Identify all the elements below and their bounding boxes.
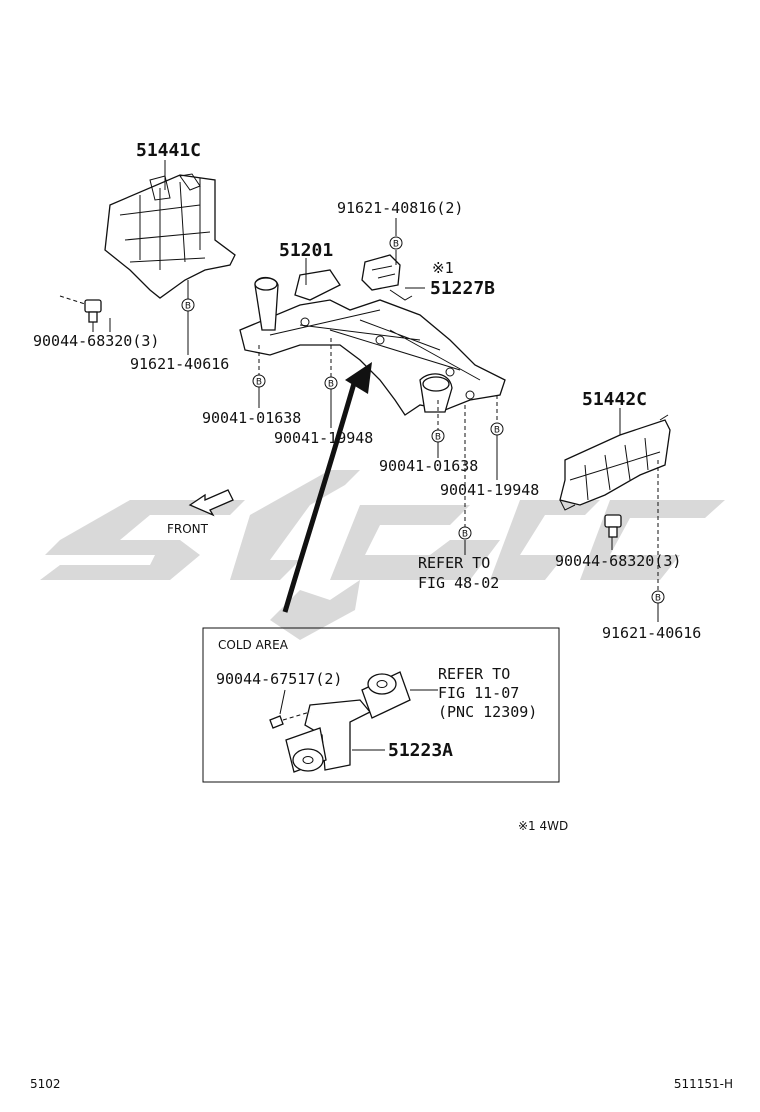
footer-page-number: 5102 (30, 1077, 61, 1091)
label-refer2-line1: REFER TO (438, 665, 510, 683)
footer-figure-code: 511151-H (674, 1077, 733, 1091)
front-arrow-icon (188, 489, 234, 517)
label-91621-40816: 91621-40816(2) (337, 199, 463, 217)
label-91621-40616-left: 91621-40616 (130, 355, 229, 373)
bolt-markers: B B B B B B B B (181, 236, 665, 604)
label-51442c: 51442C (582, 389, 647, 410)
bolt-marker-1: B (393, 240, 399, 250)
clip-bolt-right (604, 514, 622, 538)
leader-lines (109, 160, 659, 622)
bolt-marker-7: B (462, 530, 468, 540)
bolt-marker-5: B (435, 433, 441, 443)
label-refer2-line3: (PNC 12309) (438, 703, 537, 721)
cold-area-inset: COLD AREA 90044-67517(2) REFER TO FIG 11… (202, 627, 560, 783)
bolt-marker-2: B (185, 302, 191, 312)
bolt-marker-8: B (655, 594, 661, 604)
sensor-bracket (361, 254, 413, 301)
label-51201: 51201 (279, 240, 333, 261)
label-90044-68320-right: 90044-68320(3) (555, 552, 681, 570)
bolt-marker-6: B (494, 426, 500, 436)
bolt-marker-3: B (256, 378, 262, 388)
label-90041-19948-right: 90041-19948 (440, 481, 539, 499)
label-90044-67517: 90044-67517(2) (216, 670, 342, 688)
label-90041-19948-left: 90041-19948 (274, 429, 373, 447)
bolt-marker-4: B (328, 380, 334, 390)
label-note-mark: ※1 (432, 259, 454, 277)
label-front: FRONT (167, 522, 209, 536)
label-51441c: 51441C (136, 140, 201, 161)
label-90041-01638-left: 90041-01638 (202, 409, 301, 427)
label-refer2-line2: FIG 11-07 (438, 684, 519, 702)
label-90041-01638-right: 90041-01638 (379, 457, 478, 475)
reference-arrow (282, 362, 372, 613)
label-91621-40616-right: 91621-40616 (602, 624, 701, 642)
under-cover-left (104, 173, 236, 299)
footnote-4wd: ※1 4WD (518, 819, 568, 833)
label-refer1-line2: FIG 48-02 (418, 574, 499, 592)
label-51227b: 51227B (430, 278, 495, 299)
clip-bolt-left (59, 295, 102, 332)
label-refer1-line1: REFER TO (418, 554, 490, 572)
label-cold-area: COLD AREA (218, 638, 289, 652)
label-51223a: 51223A (388, 740, 453, 761)
label-90044-68320-left: 90044-68320(3) (33, 332, 159, 350)
under-cover-right (559, 414, 671, 511)
